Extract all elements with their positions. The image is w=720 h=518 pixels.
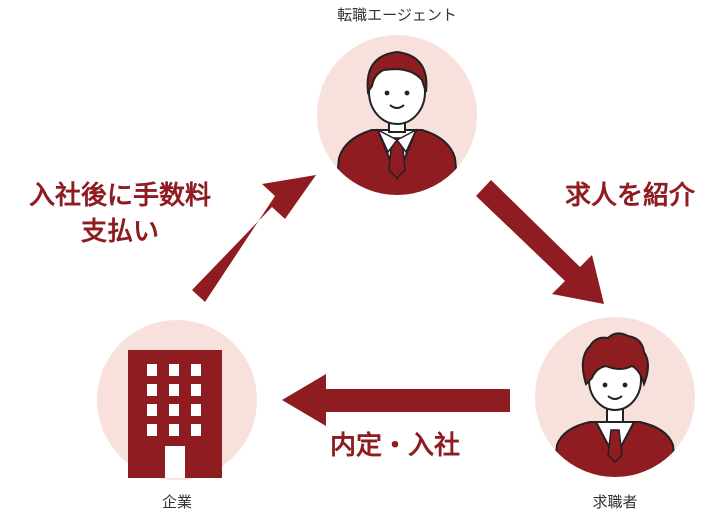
agent-person-icon	[317, 35, 477, 195]
arrow-seeker-to-company	[282, 374, 510, 426]
edge-label-fee-line2: 支払い	[80, 217, 159, 247]
edge-label-fee-line1: 入社後に手数料	[28, 181, 211, 211]
edge-label-fee: 入社後に手数料 支払い	[0, 178, 240, 250]
arrow-agent-to-seeker	[476, 180, 604, 304]
company-building-icon	[97, 320, 257, 480]
job-seeker-person-icon	[535, 317, 695, 477]
agent-label: 転職エージェント	[337, 6, 457, 24]
seeker-label: 求職者	[592, 493, 638, 511]
edge-label-introduce: 求人を紹介	[564, 181, 695, 211]
company-label: 企業	[161, 493, 192, 511]
arrow-company-to-agent	[192, 175, 316, 302]
edge-label-offer: 内定・入社	[329, 431, 460, 461]
